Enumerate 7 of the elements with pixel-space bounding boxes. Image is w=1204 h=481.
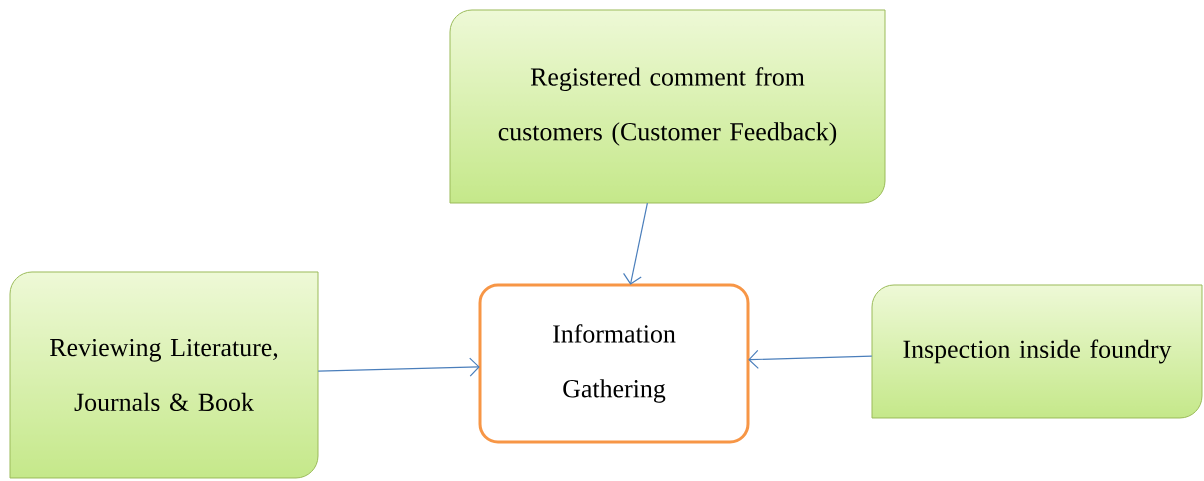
arrow [748,349,873,369]
arrow [623,202,648,285]
process-box: Reviewing Literature, Journals & Book [9,271,319,479]
arrow [317,357,480,377]
central-box: Information Gathering [478,283,750,444]
process-box: Inspection inside foundry [871,284,1203,419]
process-box: Registered comment from customers (Customer Feedback) [449,9,886,204]
